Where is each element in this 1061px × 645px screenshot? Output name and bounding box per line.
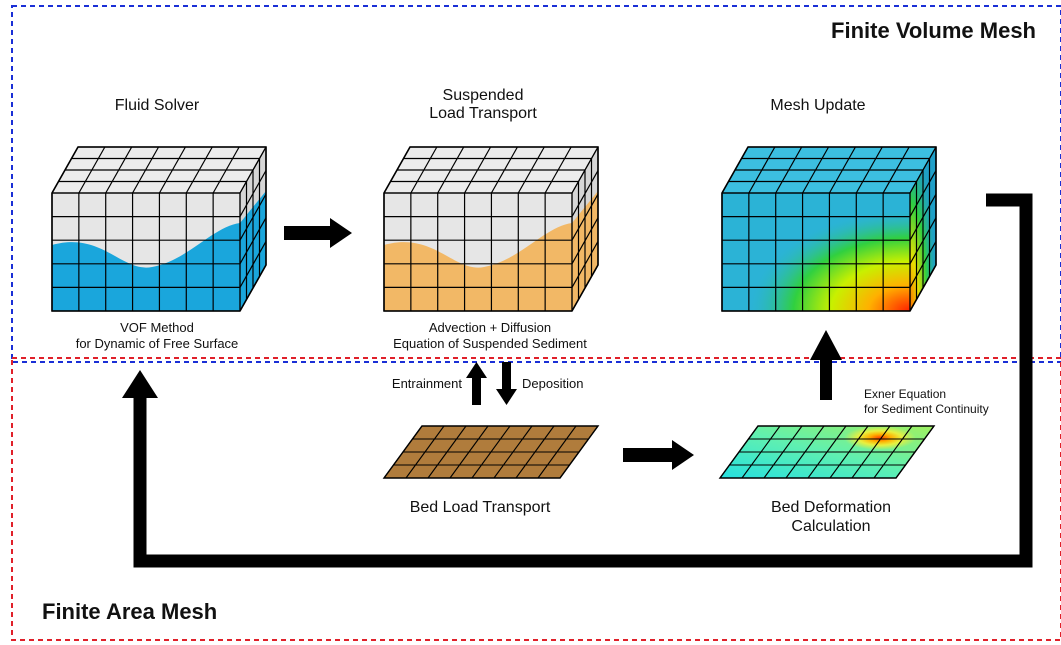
suspended-title-1: Suspended — [443, 87, 524, 104]
bed-load-plane — [382, 425, 600, 479]
suspended-volume — [384, 223, 572, 311]
feedback-loop-arrow — [122, 193, 1033, 568]
mesh-update-title: Mesh Update — [770, 97, 865, 114]
finite-area-title: Finite Area Mesh — [42, 599, 217, 624]
entrainment-label: Entrainment — [392, 376, 462, 391]
fluid-solver-caption-1: VOF Method — [120, 320, 194, 335]
suspended-load-cube — [383, 146, 599, 312]
mesh-update-cube — [721, 146, 937, 312]
finite-volume-title: Finite Volume Mesh — [831, 18, 1036, 43]
fluid-volume — [52, 223, 240, 311]
bed-deformation-caption-2: for Sediment Continuity — [864, 402, 989, 416]
suspended-title-2: Load Transport — [429, 105, 537, 122]
bed-deformation-title-2: Calculation — [791, 518, 870, 535]
finite-area-region — [11, 357, 1061, 641]
arrow-deformation-to-mesh-update — [810, 330, 842, 400]
bed-deformation-caption-1: Exner Equation — [864, 387, 946, 401]
arrow-fluid-to-suspended — [284, 218, 352, 248]
fluid-solver-title: Fluid Solver — [115, 97, 200, 114]
fluid-solver-caption-2: for Dynamic of Free Surface — [76, 336, 239, 351]
suspended-caption-2: Equation of Suspended Sediment — [393, 336, 587, 351]
arrow-bedload-to-deformation — [623, 440, 694, 470]
bed-deformation-plane — [718, 425, 936, 479]
deposition-label: Deposition — [522, 376, 583, 391]
bed-deformation-title-1: Bed Deformation — [771, 499, 891, 516]
fluid-solver-cube — [51, 146, 267, 312]
suspended-caption-1: Advection + Diffusion — [429, 320, 551, 335]
finite-volume-region — [11, 5, 1061, 363]
arrow-deposition-down — [496, 362, 517, 405]
arrow-entrainment-up — [466, 362, 487, 405]
bed-load-title: Bed Load Transport — [410, 499, 551, 516]
